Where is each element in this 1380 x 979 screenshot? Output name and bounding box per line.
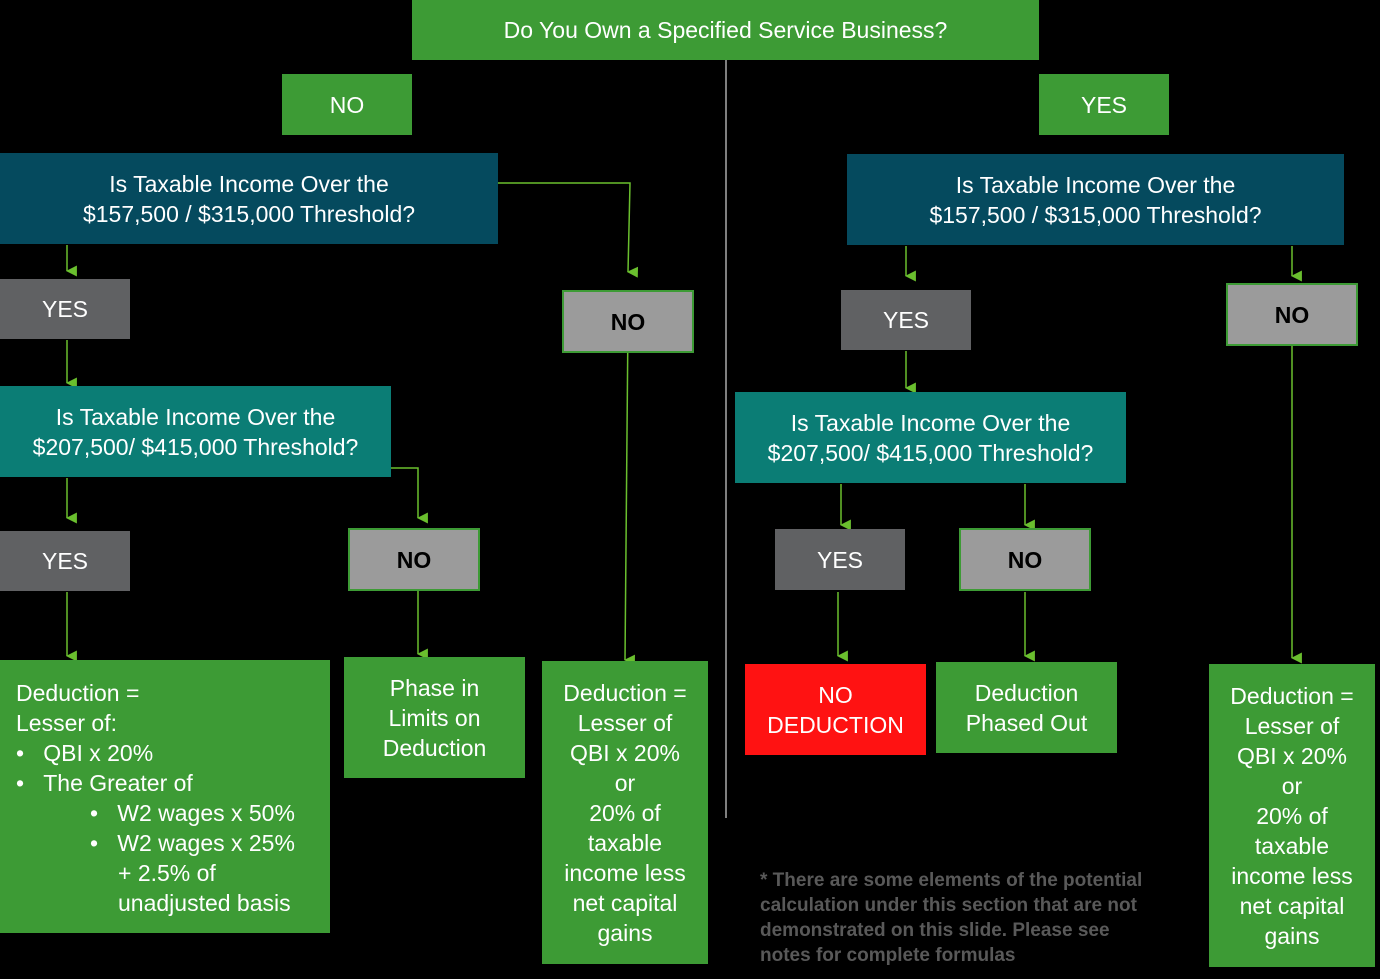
right-q1-no-text: NO: [1274, 301, 1310, 328]
right-q2-box: Is Taxable Income Over the $207,500/ $41…: [735, 392, 1126, 483]
right-q2-no-box: NO: [959, 528, 1091, 591]
left-result-yes-sub2-text: W2 wages x 25%: [117, 830, 295, 856]
right-q1-no-box: NO: [1226, 283, 1358, 346]
left-result-phase-box: Phase in Limits on Deduction: [344, 657, 525, 778]
left-result-phase-line3: Deduction: [382, 734, 487, 761]
left-result-yes-sub2-line2: + 2.5% of: [118, 860, 216, 886]
left-q1-box: Is Taxable Income Over the $157,500 / $3…: [0, 153, 498, 244]
left-result-yes-line2: Lesser of:: [16, 710, 117, 736]
right-result-no-line3: QBI x 20%: [1237, 742, 1347, 769]
footnote-line2: calculation under this section that are …: [760, 895, 1137, 916]
left-q1-yes-text: YES: [41, 296, 89, 322]
left-q2-yes-box: YES: [0, 531, 130, 591]
right-result-no-line8: net capital: [1239, 892, 1345, 919]
left-result-no-line5: 20% of: [589, 799, 661, 826]
footnote: * There are some elements of the potenti…: [760, 868, 1142, 968]
right-q1-box: Is Taxable Income Over the $157,500 / $3…: [847, 154, 1344, 245]
left-result-yes-bullet2-text: The Greater of: [43, 770, 193, 796]
top-question-text: Do You Own a Specified Service Business?: [503, 17, 948, 43]
left-result-phase-line2: Limits on: [388, 704, 481, 731]
right-q2-line2: $207,500/ $415,000 Threshold?: [767, 439, 1094, 466]
right-result-phase-line2: Phased Out: [965, 709, 1088, 736]
left-result-no-line1: Deduction =: [563, 679, 687, 706]
left-result-yes-box: Deduction = Lesser of: • QBI x 20% • The…: [0, 660, 330, 933]
right-result-no-line4: or: [1281, 772, 1303, 799]
right-branch-yes-label: YES: [1039, 74, 1169, 135]
right-branch-yes-text: YES: [1080, 91, 1128, 118]
left-result-no-line2: Lesser of: [577, 709, 673, 736]
right-result-no-box: Deduction = Lesser of QBI x 20% or 20% o…: [1209, 664, 1375, 967]
left-q1-no-box: NO: [562, 290, 694, 353]
right-q2-yes-box: YES: [775, 529, 905, 590]
left-q1-no-text: NO: [610, 308, 646, 335]
right-q1-line2: $157,500 / $315,000 Threshold?: [929, 201, 1262, 228]
right-q1-yes-text: YES: [882, 307, 930, 333]
right-result-phase-box: Deduction Phased Out: [936, 662, 1117, 753]
left-result-no-line9: gains: [597, 919, 653, 946]
left-result-no-line4: or: [614, 769, 636, 796]
left-result-yes-bullet1: • QBI x 20%: [16, 740, 154, 766]
left-result-yes-bullet1-text: QBI x 20%: [43, 740, 154, 766]
right-result-no-line1: Deduction =: [1230, 682, 1354, 709]
left-result-yes-sub2: • W2 wages x 25%: [90, 830, 295, 856]
left-q2-yes-text: YES: [41, 548, 89, 574]
footnote-line3: demonstrated on this slide. Please see: [760, 920, 1110, 941]
left-result-no-line8: net capital: [572, 889, 678, 916]
left-result-no-line6: taxable: [587, 829, 663, 856]
left-q2-line2: $207,500/ $415,000 Threshold?: [32, 433, 359, 460]
right-result-no-line2: Lesser of: [1244, 712, 1340, 739]
right-result-yes-line2: DEDUCTION: [767, 711, 904, 738]
right-q1-yes-box: YES: [841, 290, 971, 350]
right-q2-line1: Is Taxable Income Over the: [790, 409, 1071, 436]
left-result-yes-bullet2: • The Greater of: [16, 770, 193, 796]
left-result-phase-line1: Phase in: [389, 674, 480, 701]
right-result-no-line9: gains: [1264, 922, 1320, 949]
right-q2-no-text: NO: [1007, 546, 1043, 573]
right-q1-line1: Is Taxable Income Over the: [955, 171, 1236, 198]
footnote-line4: notes for complete formulas: [760, 945, 1016, 966]
left-branch-no-label: NO: [282, 74, 412, 135]
right-result-no-line6: taxable: [1254, 832, 1330, 859]
left-q2-box: Is Taxable Income Over the $207,500/ $41…: [0, 386, 391, 477]
left-q2-no-text: NO: [396, 546, 432, 573]
right-q2-yes-text: YES: [816, 546, 864, 573]
right-result-yes-line1: NO: [818, 681, 853, 708]
left-result-no-box: Deduction = Lesser of QBI x 20% or 20% o…: [542, 661, 708, 964]
left-q1-line2: $157,500 / $315,000 Threshold?: [82, 200, 416, 227]
right-result-phase-line1: Deduction: [974, 679, 1079, 706]
left-q1-line1: Is Taxable Income Over the: [109, 170, 389, 197]
right-result-no-line5: 20% of: [1256, 802, 1328, 829]
left-q1-yes-box: YES: [0, 279, 130, 339]
right-result-no-deduction-box: NO DEDUCTION: [745, 664, 926, 755]
left-result-yes-sub2-line3: unadjusted basis: [118, 890, 291, 916]
left-result-yes-sub1-text: W2 wages x 50%: [117, 800, 295, 826]
left-result-yes-line1: Deduction =: [16, 680, 140, 706]
left-result-no-line7: income less: [564, 859, 686, 886]
left-q2-line1: Is Taxable Income Over the: [55, 403, 336, 430]
left-q2-no-box: NO: [348, 528, 480, 591]
left-result-no-line3: QBI x 20%: [570, 739, 680, 766]
right-result-no-line7: income less: [1231, 862, 1353, 889]
arrow-left-q2-no: [391, 467, 428, 524]
left-result-yes-sub1: • W2 wages x 50%: [90, 800, 295, 826]
left-branch-no-text: NO: [329, 91, 365, 118]
arrow-left-no-result: [623, 319, 635, 666]
footnote-line1: * There are some elements of the potenti…: [760, 870, 1143, 891]
arrow-left-q1-no: [498, 182, 639, 278]
top-question-box: Do You Own a Specified Service Business?: [412, 0, 1039, 60]
